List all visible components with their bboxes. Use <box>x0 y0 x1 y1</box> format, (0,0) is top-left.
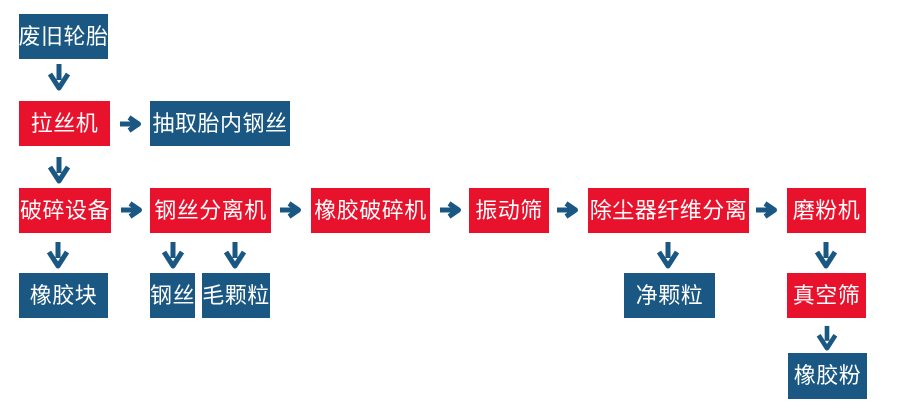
arrow-down-icon <box>656 242 680 269</box>
arrow-down-icon <box>46 242 70 269</box>
node-fuzzy-granules: 毛颗粒 <box>202 273 270 318</box>
arrow-right-icon <box>756 201 777 219</box>
arrow-down-icon <box>161 242 185 269</box>
node-grinding-mill: 磨粉机 <box>787 188 866 233</box>
arrow-down-icon <box>223 242 247 269</box>
node-steel-wire: 钢丝 <box>150 273 195 318</box>
node-extract-tire-steel-wire: 抽取胎内钢丝 <box>150 101 290 146</box>
node-vibrating-screen: 振动筛 <box>469 188 549 233</box>
arrow-right-icon <box>121 201 142 219</box>
arrow-right-icon <box>280 201 301 219</box>
node-rubber-crusher: 橡胶破碎机 <box>311 188 430 233</box>
arrow-down-icon <box>47 157 71 184</box>
node-rubber-block: 橡胶块 <box>19 273 108 318</box>
arrow-down-icon <box>816 325 838 351</box>
arrow-right-icon <box>557 201 578 219</box>
node-wire-drawing-machine: 拉丝机 <box>19 101 110 146</box>
node-steel-wire-separator: 钢丝分离机 <box>150 188 271 233</box>
node-crushing-equipment: 破碎设备 <box>19 188 111 233</box>
node-vacuum-screen: 真空筛 <box>787 273 866 318</box>
arrow-right-icon <box>440 201 461 219</box>
node-rubber-powder: 橡胶粉 <box>788 353 867 399</box>
node-dust-collector-fiber-separation: 除尘器纤维分离 <box>588 188 749 233</box>
arrow-right-icon <box>120 115 141 133</box>
arrow-down-icon <box>47 64 71 91</box>
node-waste-tires: 废旧轮胎 <box>19 14 108 59</box>
node-clean-granules: 净颗粒 <box>624 273 715 318</box>
arrow-down-icon <box>814 242 838 269</box>
